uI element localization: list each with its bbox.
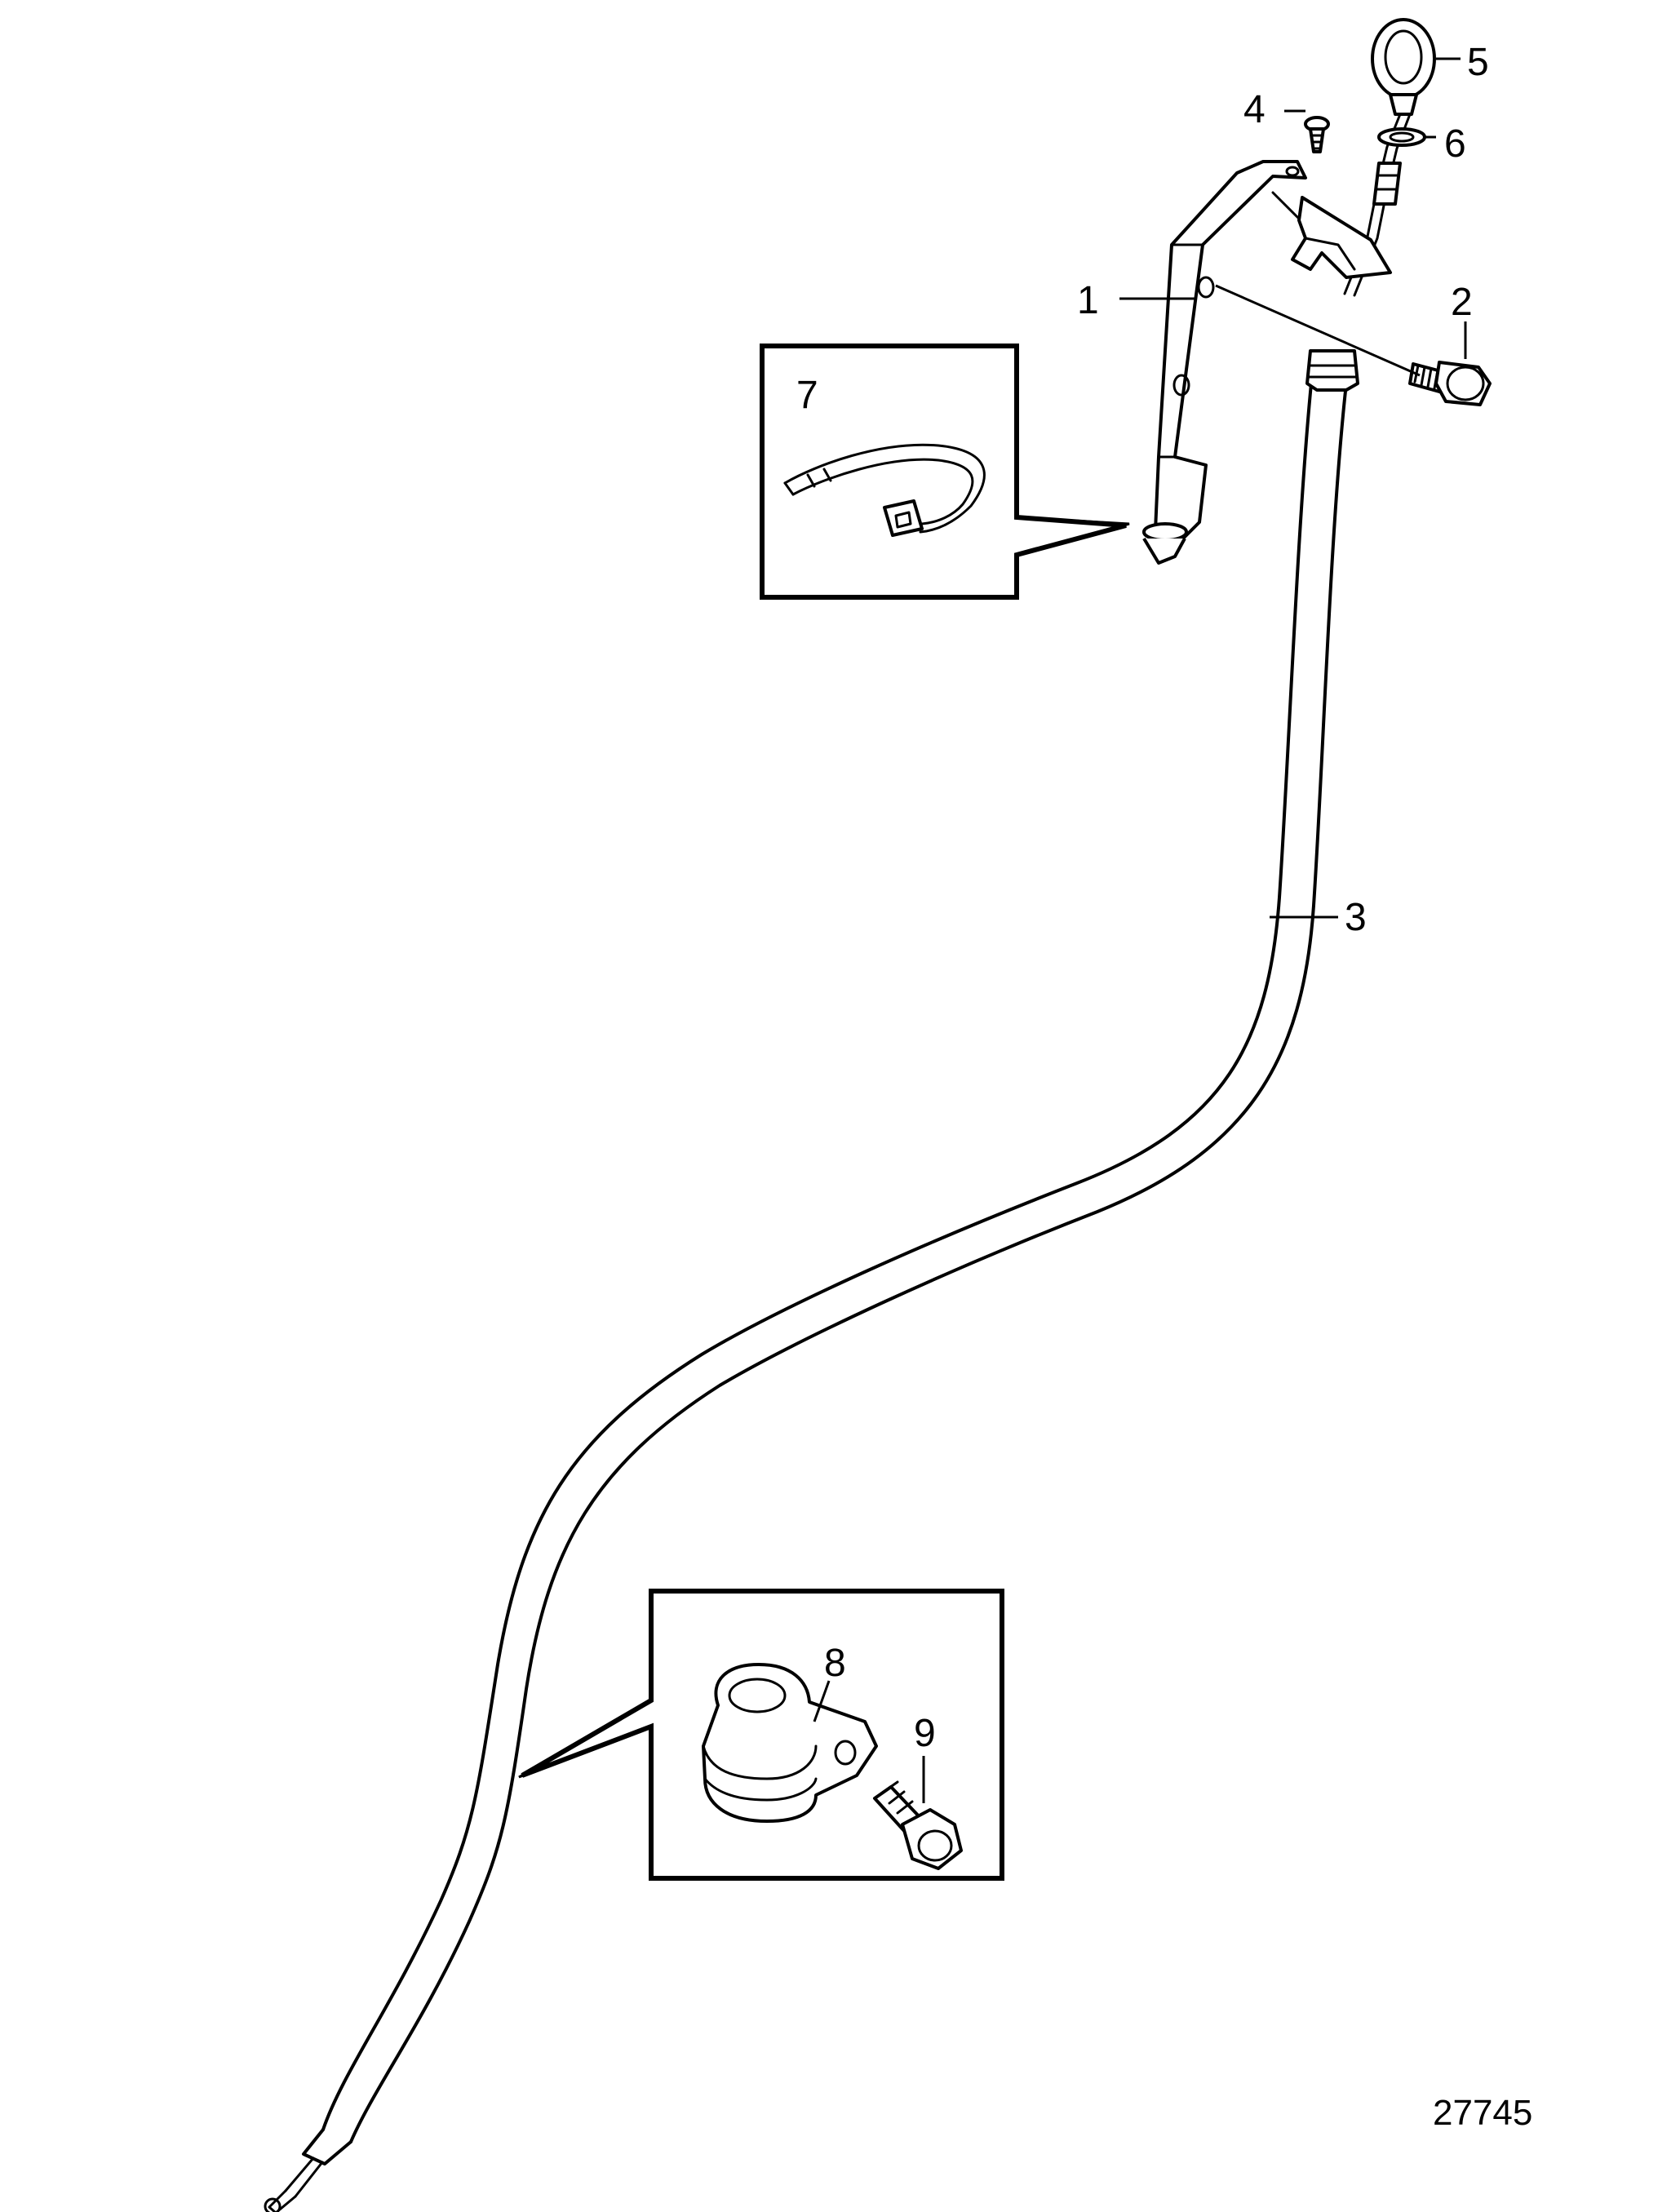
callout-4: 4 xyxy=(1243,88,1266,131)
callout-5: 5 xyxy=(1467,41,1489,84)
callout-3: 3 xyxy=(1345,896,1367,939)
p-clamp xyxy=(702,1663,878,1823)
callout-2: 2 xyxy=(1451,281,1473,324)
callout-9: 9 xyxy=(914,1712,936,1755)
dipstick-tube xyxy=(264,349,1359,2212)
callout-6: 6 xyxy=(1444,122,1466,166)
clamp-bolt xyxy=(873,1780,963,1870)
detail-box-cable-tie xyxy=(760,344,1130,600)
callout-8: 8 xyxy=(824,1642,846,1685)
screw xyxy=(1304,116,1330,153)
callout-1: 1 xyxy=(1077,279,1099,322)
callout-7: 7 xyxy=(796,374,818,417)
cable-tie xyxy=(783,443,986,537)
o-ring xyxy=(1377,127,1426,147)
bracket-foot-clip xyxy=(1142,522,1188,565)
leader-lines xyxy=(813,57,1467,1803)
flange-bolt xyxy=(1408,361,1492,406)
figure-number: 27745 xyxy=(1433,2093,1532,2133)
bracket xyxy=(1154,160,1392,540)
detail-box-clamp xyxy=(518,1589,1004,1881)
